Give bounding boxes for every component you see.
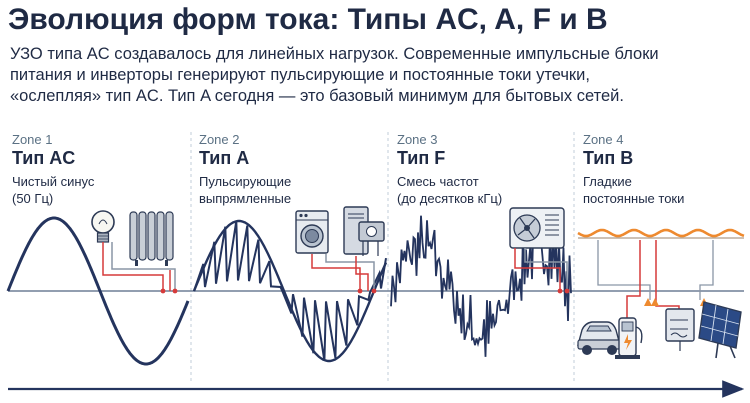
- intro-line-3: «ослепляя» тип AC. Тип A сегодня — это б…: [10, 87, 624, 105]
- zone-ac: Zone 1 Тип AC Чистый синус (50 Гц): [12, 132, 188, 382]
- computer-icon: [343, 206, 385, 256]
- zone-description: Гладкие постоянные токи: [583, 173, 684, 207]
- zone-label: Zone 3: [397, 132, 438, 147]
- zone-label: Zone 1: [12, 132, 53, 147]
- zone-f: Zone 3 Тип F Смесь частот (до десятков к…: [397, 132, 571, 382]
- solar-panel-icon: [698, 301, 742, 359]
- zone-label: Zone 2: [199, 132, 240, 147]
- zone-description-line-1: Чистый синус: [12, 174, 95, 189]
- washing-machine-icon: [295, 210, 329, 254]
- radiator-icon: [129, 211, 174, 266]
- pulsating-wave: [193, 220, 387, 361]
- air-conditioner-icon: [509, 207, 565, 249]
- inverter-icon: [665, 308, 695, 351]
- zone-description: Смесь частот (до десятков кГц): [397, 173, 502, 207]
- zone-type: Тип F: [397, 148, 446, 168]
- zone-description-line-2: (50 Гц): [12, 191, 54, 206]
- zone-label: Zone 4: [583, 132, 624, 147]
- page-title: Эволюция форм тока: Типы AC, A, F и B: [8, 3, 608, 36]
- zone-description-line-1: Гладкие: [583, 174, 632, 189]
- electric-car-icon: [577, 321, 622, 355]
- zone-type: Тип A: [199, 148, 250, 168]
- zone-description-line-2: выпрямленные: [199, 191, 292, 206]
- zone-description: Пульсирующие выпрямленные: [199, 173, 291, 207]
- zone-type: Тип AC: [12, 148, 76, 168]
- dc-ripple-line: [577, 228, 745, 238]
- zone-type: Тип B: [583, 148, 634, 168]
- zone-description: Чистый синус (50 Гц): [12, 173, 94, 207]
- light-bulb-icon: [91, 210, 115, 243]
- zone-description-line-1: Смесь частот: [397, 174, 479, 189]
- zone-description-line-2: постоянные токи: [583, 191, 685, 206]
- zone-description-line-2: (до десятков кГц): [397, 191, 503, 206]
- zone-description-line-1: Пульсирующие: [199, 174, 292, 189]
- intro-line-1: УЗО типа AC создавалось для линейных наг…: [10, 45, 659, 63]
- intro-line-2: питания и инверторы генерируют пульсирую…: [10, 66, 590, 84]
- intro-paragraph: УЗО типа AC создавалось для линейных наг…: [10, 44, 745, 107]
- zone-b: Zone 4 Тип B Гладкие постоянные токи: [583, 132, 745, 382]
- zone-a: Zone 2 Тип A Пульсирующие выпрямленные: [199, 132, 385, 382]
- sine-wave: [6, 216, 190, 366]
- ev-charger-icon: [615, 317, 643, 359]
